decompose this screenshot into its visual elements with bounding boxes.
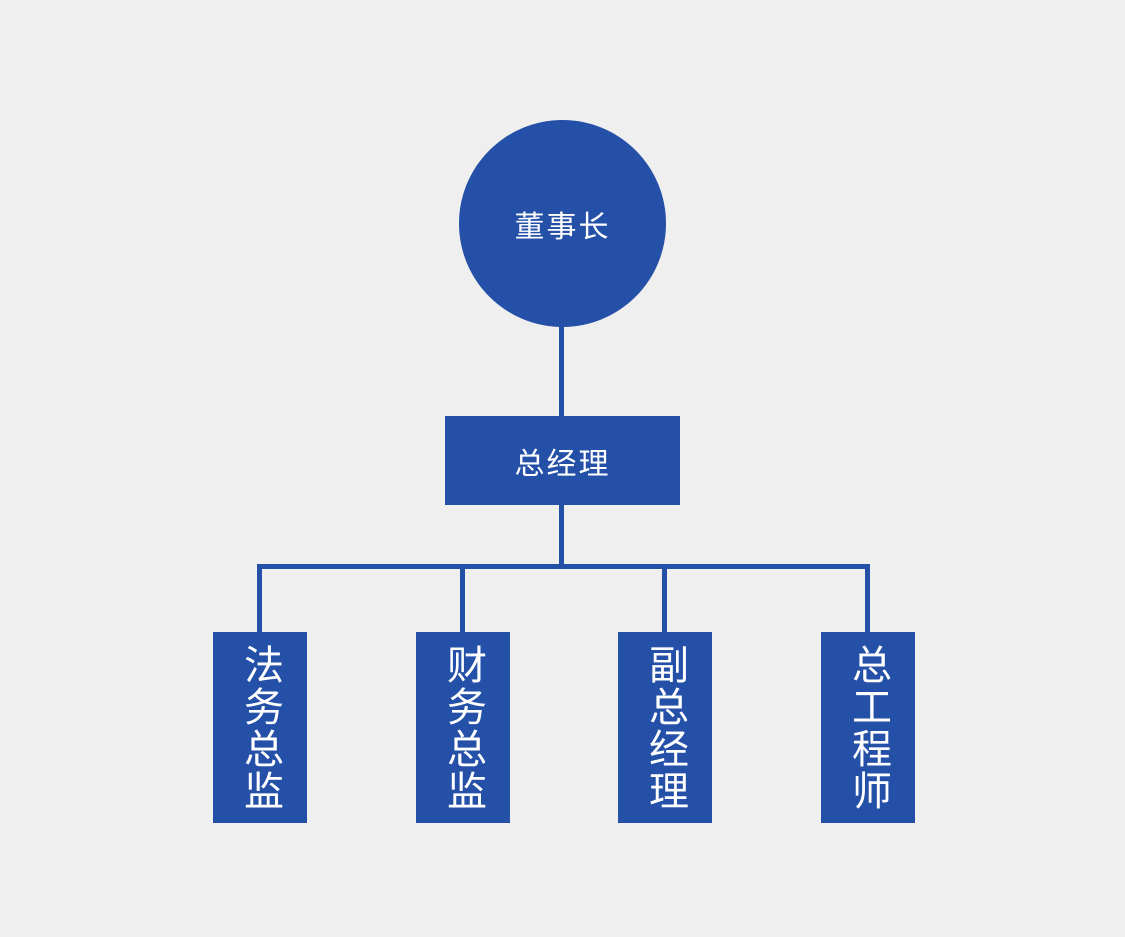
connector-drop-legal-director	[257, 564, 262, 634]
node-chairman-label: 董事长	[514, 210, 611, 244]
node-deputy-general-manager[interactable]: 副总经理	[618, 632, 712, 823]
node-chairman[interactable]: 董事长	[459, 120, 666, 327]
node-legal-director[interactable]: 法务总监	[213, 632, 307, 823]
node-finance-director-label: 财务总监	[441, 643, 485, 812]
node-chief-engineer-label: 总工程师	[846, 643, 890, 812]
connector-chairman-to-general-manager	[559, 322, 564, 420]
node-general-manager[interactable]: 总经理	[445, 416, 680, 505]
connector-horizontal-bus	[257, 564, 870, 569]
connector-drop-deputy-general-manager	[662, 564, 667, 634]
node-general-manager-label: 总经理	[514, 447, 611, 481]
node-legal-director-label: 法务总监	[238, 643, 282, 812]
connector-drop-chief-engineer	[865, 564, 870, 634]
node-finance-director[interactable]: 财务总监	[416, 632, 510, 823]
node-deputy-general-manager-label: 副总经理	[643, 643, 687, 812]
connector-general-manager-to-bus	[559, 503, 564, 568]
connector-drop-finance-director	[460, 564, 465, 634]
node-chief-engineer[interactable]: 总工程师	[821, 632, 915, 823]
